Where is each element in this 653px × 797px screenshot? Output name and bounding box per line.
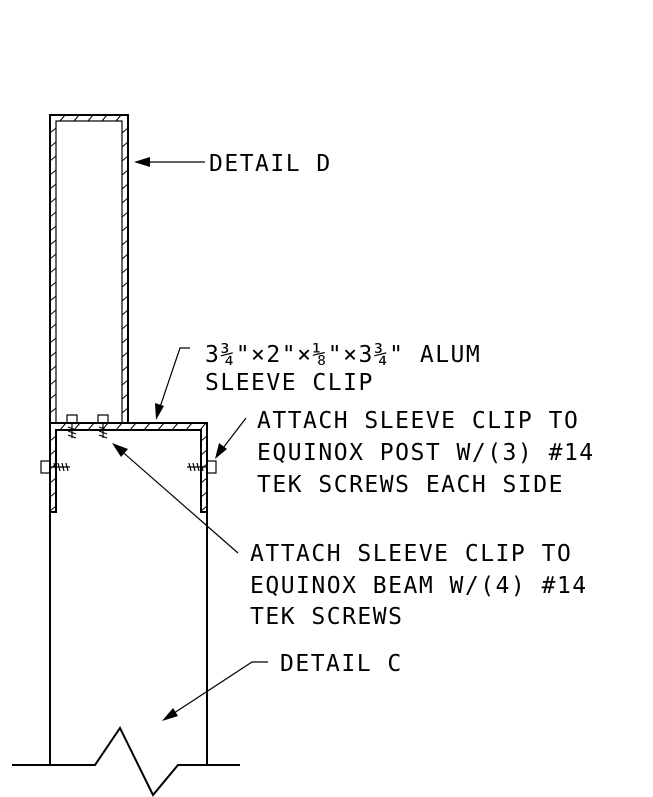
hatch-stroke (49, 169, 57, 176)
sleeve-clip-outer (49, 422, 208, 513)
hatch-stroke (49, 211, 57, 218)
hatch-stroke (49, 183, 57, 190)
hatch-stroke (59, 422, 67, 431)
beam-screw-left (66, 414, 78, 439)
hatch-stroke (121, 393, 129, 400)
hatch-stroke (49, 239, 57, 246)
hatch-stroke (49, 141, 57, 148)
hatch-stroke (121, 225, 129, 232)
hatch-stroke (49, 365, 57, 372)
hatch-stroke (171, 422, 179, 431)
hatch-stroke (87, 422, 95, 431)
hatch-stroke (49, 351, 57, 358)
hatch-stroke (121, 253, 129, 260)
hatch-stroke (121, 211, 129, 218)
hatch-stroke (121, 239, 129, 246)
break-line (12, 726, 240, 797)
hatch-stroke (121, 141, 129, 148)
hatch-stroke (121, 323, 129, 330)
label-post-line1: ATTACH SLEEVE CLIP TO (257, 408, 579, 434)
hatch-stroke (129, 422, 137, 431)
hatch-stroke (101, 114, 108, 122)
hatch-stroke (185, 422, 193, 431)
hatch-stroke (121, 267, 129, 274)
equinox-beam (49, 114, 129, 424)
hatch-stroke (121, 351, 129, 358)
label-detail-d: DETAIL D (209, 151, 332, 177)
hatch-stroke (121, 127, 129, 134)
hatch-stroke (49, 155, 57, 162)
label-beam-line1: ATTACH SLEEVE CLIP TO (250, 541, 572, 567)
hatch-stroke (49, 323, 57, 330)
sleeve-clip (49, 422, 208, 513)
label-clip-line1: 3¾"×2"×⅛"×3¾" ALUM (205, 342, 481, 368)
beam-outer-wall (49, 114, 129, 424)
hatch-stroke (121, 281, 129, 288)
hatch-stroke (121, 379, 129, 386)
hatch-stroke (49, 253, 57, 260)
hatch-stroke (121, 309, 129, 316)
hatch-stroke (121, 197, 129, 204)
hatch-stroke (49, 127, 57, 134)
leader-detail-d (134, 157, 205, 167)
label-beam-line3: TEK SCREWS (250, 604, 403, 630)
hatch-stroke (157, 422, 165, 431)
post-screw-left (40, 460, 70, 474)
hatch-stroke (121, 295, 129, 302)
hatch-stroke (199, 422, 207, 431)
hatch-stroke (121, 183, 129, 190)
leader-sleeve-clip (155, 347, 190, 420)
beam-inner-wall (55, 120, 123, 424)
hatch-stroke (73, 114, 80, 122)
leader-post-screws (215, 417, 247, 459)
hatch-stroke (73, 422, 81, 431)
hatch-stroke (87, 114, 94, 122)
hatch-stroke (121, 155, 129, 162)
label-post-line3: TEK SCREWS EACH SIDE (257, 472, 564, 498)
beam-screw-right (97, 414, 109, 439)
label-detail-c: DETAIL C (280, 651, 403, 677)
hatch-stroke (115, 114, 122, 122)
break-symbol (12, 726, 240, 797)
hatch-stroke (115, 422, 123, 431)
hatch-stroke (49, 407, 57, 414)
hatch-stroke (143, 422, 151, 431)
hatch-stroke (49, 281, 57, 288)
hatch-stroke (49, 379, 57, 386)
label-post-line2: EQUINOX POST W/(3) #14 (257, 440, 595, 466)
beam-wall-hatch (49, 114, 129, 414)
label-beam-line2: EQUINOX BEAM W/(4) #14 (250, 573, 588, 599)
hatch-stroke (121, 337, 129, 344)
leader-detail-c (162, 661, 268, 721)
hatch-stroke (49, 393, 57, 400)
hatch-stroke (121, 169, 129, 176)
label-clip-line2: SLEEVE CLIP (205, 370, 374, 396)
hatch-stroke (49, 267, 57, 274)
equinox-post (49, 423, 208, 765)
hatch-stroke (121, 407, 129, 414)
hatch-stroke (49, 197, 57, 204)
hatch-stroke (59, 114, 66, 122)
hatch-stroke (49, 337, 57, 344)
hatch-stroke (49, 295, 57, 302)
hatch-stroke (49, 309, 57, 316)
leader-beam-screws (112, 443, 239, 554)
hatch-stroke (49, 225, 57, 232)
hatch-stroke (121, 365, 129, 372)
sleeve-clip-hatch (49, 422, 208, 512)
post-screw-right (187, 460, 217, 474)
